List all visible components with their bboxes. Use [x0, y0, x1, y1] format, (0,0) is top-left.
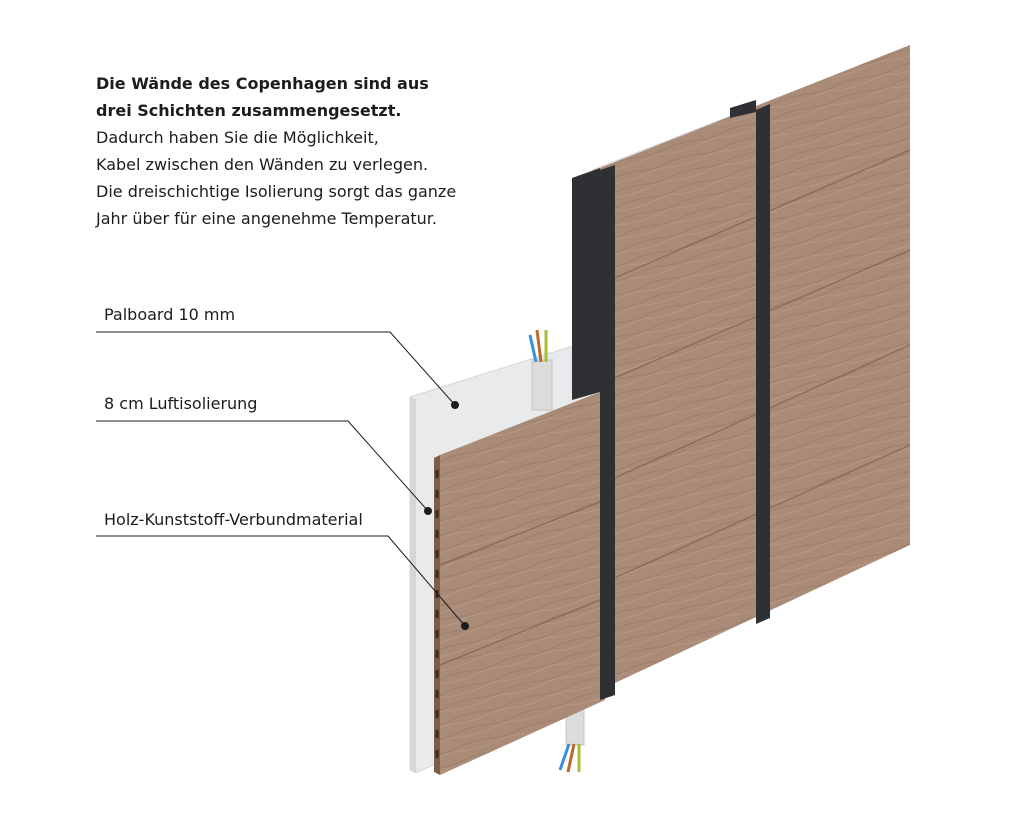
intro-text: Die Wände des Copenhagen sind aus drei S… — [96, 70, 516, 232]
palboard-edge — [410, 397, 416, 773]
callout-palboard: Palboard 10 mm — [104, 305, 236, 324]
intro-line-5: Die dreischichtige Isolierung sorgt das … — [96, 182, 457, 201]
front-rail-left — [600, 165, 615, 700]
leader-holz — [96, 535, 466, 627]
wood-panel-upper — [600, 45, 910, 690]
intro-line-3: Dadurch haben Sie die Möglichkeit, — [96, 128, 379, 147]
intro-line-4: Kabel zwischen den Wänden zu verlegen. — [96, 155, 429, 174]
dot-palboard — [451, 401, 459, 409]
intro-bold-line-1: Die Wände des Copenhagen sind aus — [96, 74, 429, 93]
intro-bold-line-2: drei Schichten zusammengesetzt. — [96, 101, 402, 120]
front-rail-middle — [756, 104, 770, 624]
cable-top — [528, 329, 553, 411]
dot-luft — [424, 507, 432, 515]
leader-palboard — [96, 331, 456, 406]
top-rail-cap — [730, 100, 756, 118]
intro-line-6: Jahr über für eine angenehme Temperatur. — [96, 209, 437, 228]
honeycomb-cells — [435, 470, 439, 758]
callout-holz-kunststoff: Holz-Kunststoff-Verbundmaterial — [104, 510, 363, 529]
wood-panel-front — [440, 390, 605, 775]
back-rail — [572, 168, 600, 400]
callout-luftisolierung: 8 cm Luftisolierung — [104, 394, 258, 413]
leader-luft — [96, 420, 429, 512]
dot-holz — [461, 622, 469, 630]
